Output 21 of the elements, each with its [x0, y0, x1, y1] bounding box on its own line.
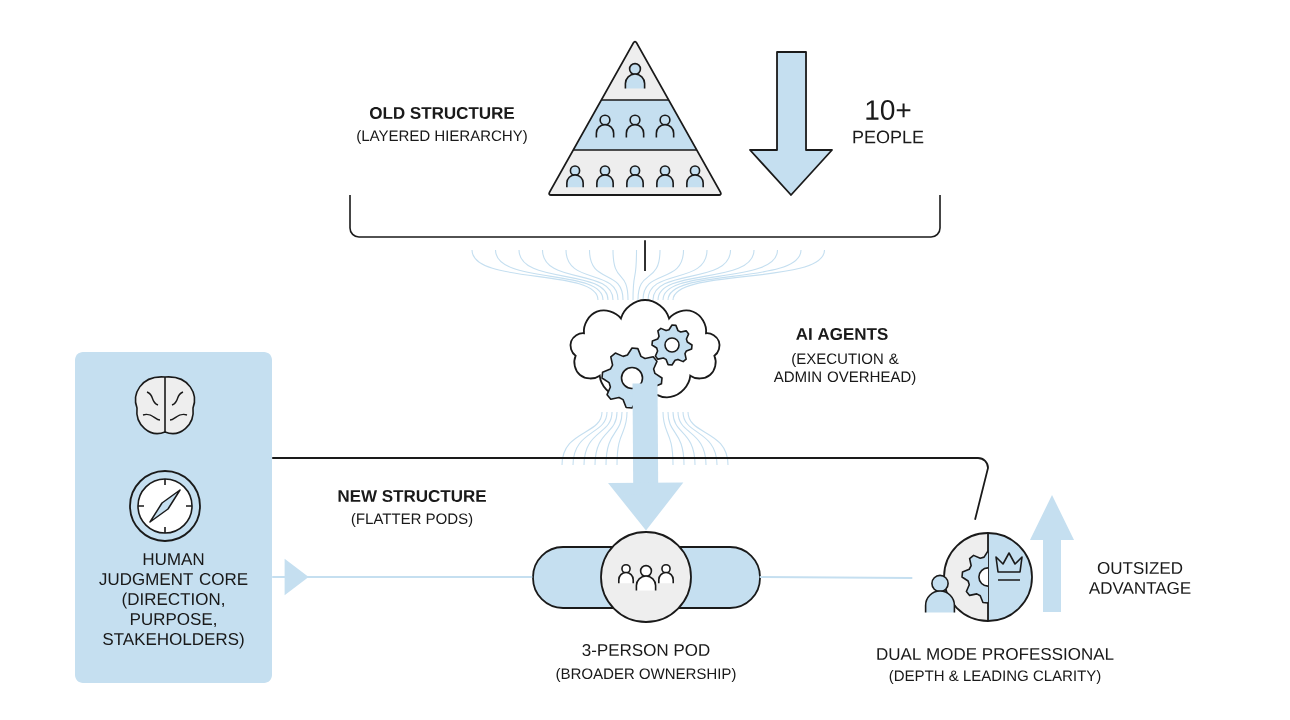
node-label: 3-PERSON POD: [582, 644, 710, 657]
cloud-gears-drawing: [569, 299, 721, 409]
heading: OLD STRUCTURE: [370, 107, 515, 120]
subtitle: (FLATTER PODS): [351, 513, 473, 527]
heading: NEW STRUCTURE: [338, 490, 486, 503]
subtitle: (LAYERED HIERARCHY): [357, 130, 527, 144]
core-panel: HUMAN JUDGMENT CORE (DIRECTION, PURPOSE, STAKEHOLDERS): [75, 352, 272, 683]
pod-drawing: [532, 531, 761, 623]
professional-drawing: [924, 532, 1033, 622]
subtitle: (EXECUTION & ADMIN OVERHEAD): [773, 353, 916, 385]
connector-line: [644, 239, 646, 272]
connector-line: [758, 576, 914, 579]
callout-text: OUTSIZED ADVANTAGE: [1088, 562, 1191, 595]
connector-line: [271, 457, 989, 521]
node-label: DUAL MODE PROFESSIONAL: [877, 648, 1114, 661]
subtitle: (BROADER OWNERSHIP): [556, 668, 736, 682]
pyramid-drawing: [548, 40, 722, 196]
count-label: 10+: [866, 100, 911, 120]
subtitle: (DEPTH & LEADING CLARITY): [889, 670, 1101, 684]
count-label: PEOPLE: [853, 130, 924, 144]
heading: AI AGENTS: [796, 328, 888, 341]
